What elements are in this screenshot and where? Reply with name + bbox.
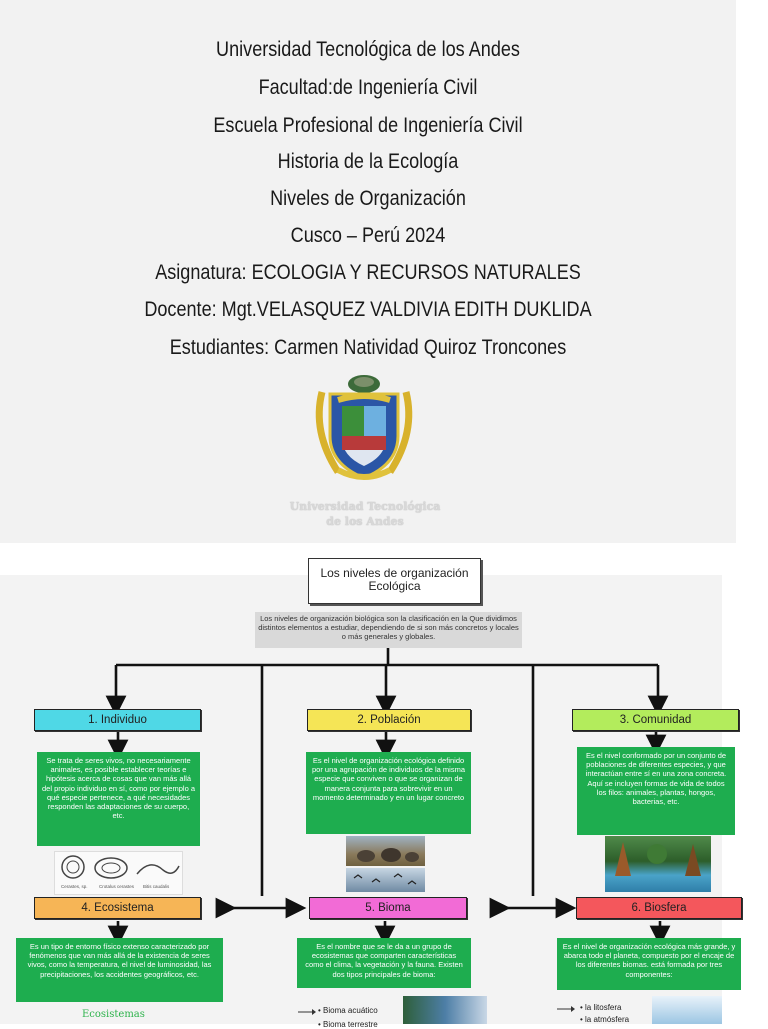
concept-map-title-line1: Los niveles de organización (320, 566, 469, 580)
university-name: Universidad Tecnológica de los Andes (216, 38, 520, 61)
student-name: Estudiantes: Carmen Natividad Quiroz Tro… (169, 336, 567, 359)
bioma-item-terrestre: • Bioma terrestre (318, 1020, 378, 1029)
level-individuo: 1. Individuo (34, 709, 201, 731)
bioma-item-acuatico: • Bioma acuático (318, 1006, 378, 1015)
crest-caption-line1: Universidad Tecnológica (289, 500, 441, 513)
biosfera-item-atmosfera-label: la atmósfera (585, 1015, 630, 1024)
description-bioma: Es el nombre que se le da a un grupo de … (297, 938, 471, 988)
bioma-item-acuatico-label: Bioma acuático (323, 1006, 378, 1015)
bioma-list-arrow (298, 1009, 316, 1015)
biosfera-list-arrow (557, 1006, 575, 1012)
biosfera-item-atmosfera: • la atmósfera (580, 1015, 630, 1024)
faculty-name: Facultad:de Ingeniería Civil (258, 76, 478, 99)
crest-caption-line2: de los Andes (326, 515, 404, 528)
bioma-collage-photo (403, 996, 487, 1024)
bioma-item-terrestre-label: Bioma terrestre (323, 1020, 378, 1029)
level-comunidad: 3. Comunidad (572, 709, 739, 731)
biosfera-item-litosfera-label: la litosfera (585, 1003, 622, 1012)
snake-caption-2: Crotalus cerastes (99, 884, 135, 889)
level-ecosistema: 4. Ecosistema (34, 897, 201, 919)
concept-map-intro: Los niveles de organización biológica so… (255, 612, 522, 648)
forest-community-photo (605, 836, 711, 892)
birds-flock-photo (346, 868, 425, 892)
biosfera-item-litosfera: • la litosfera (580, 1003, 622, 1012)
description-ecosistema: Es un tipo de entorno físico extenso car… (16, 938, 223, 1002)
document-topic: Historia de la Ecología (277, 150, 459, 173)
level-poblacion: 2. Población (307, 709, 471, 731)
university-crest-logo (315, 375, 413, 480)
snakes-illustration: Cerastes, sp. Crotalus cerastes Bitis ca… (54, 851, 183, 895)
level-bioma: 5. Bioma (309, 897, 467, 919)
description-comunidad: Es el nivel conformado por un conjunto d… (577, 747, 735, 835)
elephants-photo (346, 836, 425, 866)
biosfera-photo (652, 996, 722, 1024)
course-name: Asignatura: ECOLOGIA Y RECURSOS NATURALE… (155, 261, 581, 284)
title-page: Universidad Tecnológica de los Andes Fac… (0, 0, 736, 543)
description-biosfera: Es el nivel de organización ecológica má… (557, 938, 741, 990)
concept-map-title-line2: Ecológica (368, 579, 421, 593)
school-name: Escuela Profesional de Ingeniería Civil (213, 114, 523, 137)
snake-caption-3: Bitis caudalis (143, 884, 170, 889)
concept-map-title: Los niveles de organización Ecológica (308, 558, 481, 604)
location-year: Cusco – Perú 2024 (290, 224, 446, 247)
level-biosfera: 6. Biosfera (576, 897, 742, 919)
description-poblacion: Es el nivel de organización ecológica de… (306, 752, 471, 834)
document-title: Niveles de Organización (270, 187, 466, 210)
teacher-name: Docente: Mgt.VELASQUEZ VALDIVIA EDITH DU… (144, 298, 592, 321)
snake-caption-1: Cerastes, sp. (61, 884, 88, 889)
description-individuo: Se trata de seres vivos, no necesariamen… (37, 752, 200, 846)
ecosistemas-label: Ecosistemas (82, 1009, 145, 1020)
